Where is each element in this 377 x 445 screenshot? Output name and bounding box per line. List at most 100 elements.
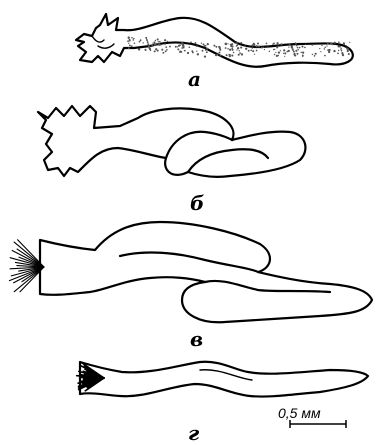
stipple-dot bbox=[254, 54, 255, 55]
stipple-dot bbox=[143, 42, 144, 43]
stipple-dot bbox=[157, 38, 159, 40]
stipple-dot bbox=[326, 45, 327, 46]
stipple-dot bbox=[280, 50, 281, 51]
specimen-v-bristles bbox=[9, 240, 44, 292]
stipple-dot bbox=[320, 51, 321, 52]
stipple-dot bbox=[324, 55, 326, 57]
stipple-dot bbox=[258, 46, 260, 48]
stipple-dot bbox=[334, 42, 336, 44]
stipple-dot bbox=[227, 43, 228, 44]
stipple-dot bbox=[314, 55, 316, 57]
stipple-dot bbox=[231, 55, 233, 57]
stipple-dot bbox=[324, 48, 325, 49]
stipple-dot bbox=[129, 40, 131, 42]
stipple-dot bbox=[269, 51, 270, 52]
stipple-dot bbox=[151, 44, 153, 46]
stipple-dot bbox=[254, 45, 255, 46]
stipple-dot bbox=[161, 49, 163, 51]
stipple-dot bbox=[220, 54, 222, 56]
stipple-dot bbox=[338, 41, 340, 43]
stipple-dot bbox=[302, 56, 303, 57]
stipple-dot bbox=[348, 53, 350, 55]
stipple-dot bbox=[292, 49, 294, 51]
stipple-dot bbox=[131, 37, 133, 39]
stipple-dot bbox=[140, 39, 142, 41]
stipple-dot bbox=[226, 54, 228, 56]
specimen-g-outline bbox=[80, 362, 368, 397]
stipple-dot bbox=[206, 51, 208, 53]
stipple-dot bbox=[263, 47, 264, 48]
stipple-dot bbox=[182, 45, 184, 47]
stipple-dot bbox=[231, 45, 233, 47]
stipple-dot bbox=[278, 51, 280, 53]
stipple-dot bbox=[302, 46, 304, 48]
stipple-dot bbox=[274, 54, 275, 55]
stipple-dot bbox=[154, 42, 156, 44]
stipple-dot bbox=[232, 49, 234, 51]
specimen-a: а bbox=[76, 14, 353, 91]
stipple-dot bbox=[338, 45, 340, 47]
stipple-dot bbox=[236, 45, 237, 46]
stipple-dot bbox=[300, 52, 301, 53]
stipple-dot bbox=[158, 41, 159, 42]
stipple-dot bbox=[155, 40, 156, 41]
stipple-dot bbox=[296, 45, 298, 47]
stipple-dot bbox=[235, 43, 236, 44]
specimen-a-outline bbox=[76, 14, 353, 67]
stipple-dot bbox=[152, 42, 153, 43]
stipple-dot bbox=[276, 42, 278, 44]
stipple-dot bbox=[293, 51, 295, 53]
stipple-dot bbox=[157, 50, 159, 52]
stipple-dot bbox=[202, 43, 204, 45]
stipple-dot bbox=[256, 50, 258, 52]
stipple-dot bbox=[190, 42, 192, 44]
stipple-dot bbox=[338, 50, 339, 51]
label-b: б bbox=[190, 191, 204, 215]
stipple-dot bbox=[197, 53, 199, 55]
stipple-dot bbox=[276, 46, 278, 48]
stipple-dot bbox=[225, 43, 227, 45]
stipple-dot bbox=[302, 51, 304, 53]
stipple-dot bbox=[341, 50, 343, 52]
stipple-dot bbox=[187, 52, 189, 54]
stipple-dot bbox=[296, 53, 298, 55]
stipple-dot bbox=[217, 54, 219, 56]
stipple-dot bbox=[215, 46, 217, 48]
stipple-dot bbox=[347, 51, 348, 52]
stipple-dot bbox=[129, 45, 131, 47]
stipple-dot bbox=[245, 48, 247, 50]
stipple-dot bbox=[177, 48, 179, 50]
stipple-dot bbox=[146, 38, 147, 39]
stipple-dot bbox=[195, 42, 197, 44]
stipple-dot bbox=[175, 46, 177, 48]
stipple-dot bbox=[162, 52, 164, 54]
stipple-dot bbox=[248, 50, 250, 52]
stipple-dot bbox=[165, 50, 167, 52]
stipple-dot bbox=[207, 43, 209, 45]
stipple-dot bbox=[272, 43, 273, 44]
stipple-dot bbox=[167, 41, 168, 42]
stipple-dot bbox=[150, 50, 151, 51]
stipple-dot bbox=[164, 39, 166, 41]
stipple-dot bbox=[252, 50, 254, 52]
stipple-dot bbox=[134, 42, 136, 44]
stipple-dot bbox=[206, 48, 208, 50]
stipple-dot bbox=[250, 49, 252, 51]
stipple-dot bbox=[349, 42, 350, 43]
stipple-dot bbox=[215, 54, 217, 56]
stipple-dot bbox=[202, 50, 204, 52]
stipple-dot bbox=[127, 40, 129, 42]
stipple-dot bbox=[283, 53, 284, 54]
scale-bar: 0,5 мм bbox=[278, 405, 346, 428]
stipple-dot bbox=[147, 42, 148, 43]
stipple-dot bbox=[201, 43, 202, 44]
stipple-dot bbox=[304, 47, 306, 49]
stipple-dot bbox=[295, 43, 297, 45]
stipple-dot bbox=[196, 51, 197, 52]
stipple-dot bbox=[319, 48, 320, 49]
stipple-dot bbox=[340, 48, 341, 49]
stipple-dot bbox=[344, 44, 345, 45]
stipple-dot bbox=[181, 43, 182, 44]
stipple-dot bbox=[337, 53, 339, 55]
